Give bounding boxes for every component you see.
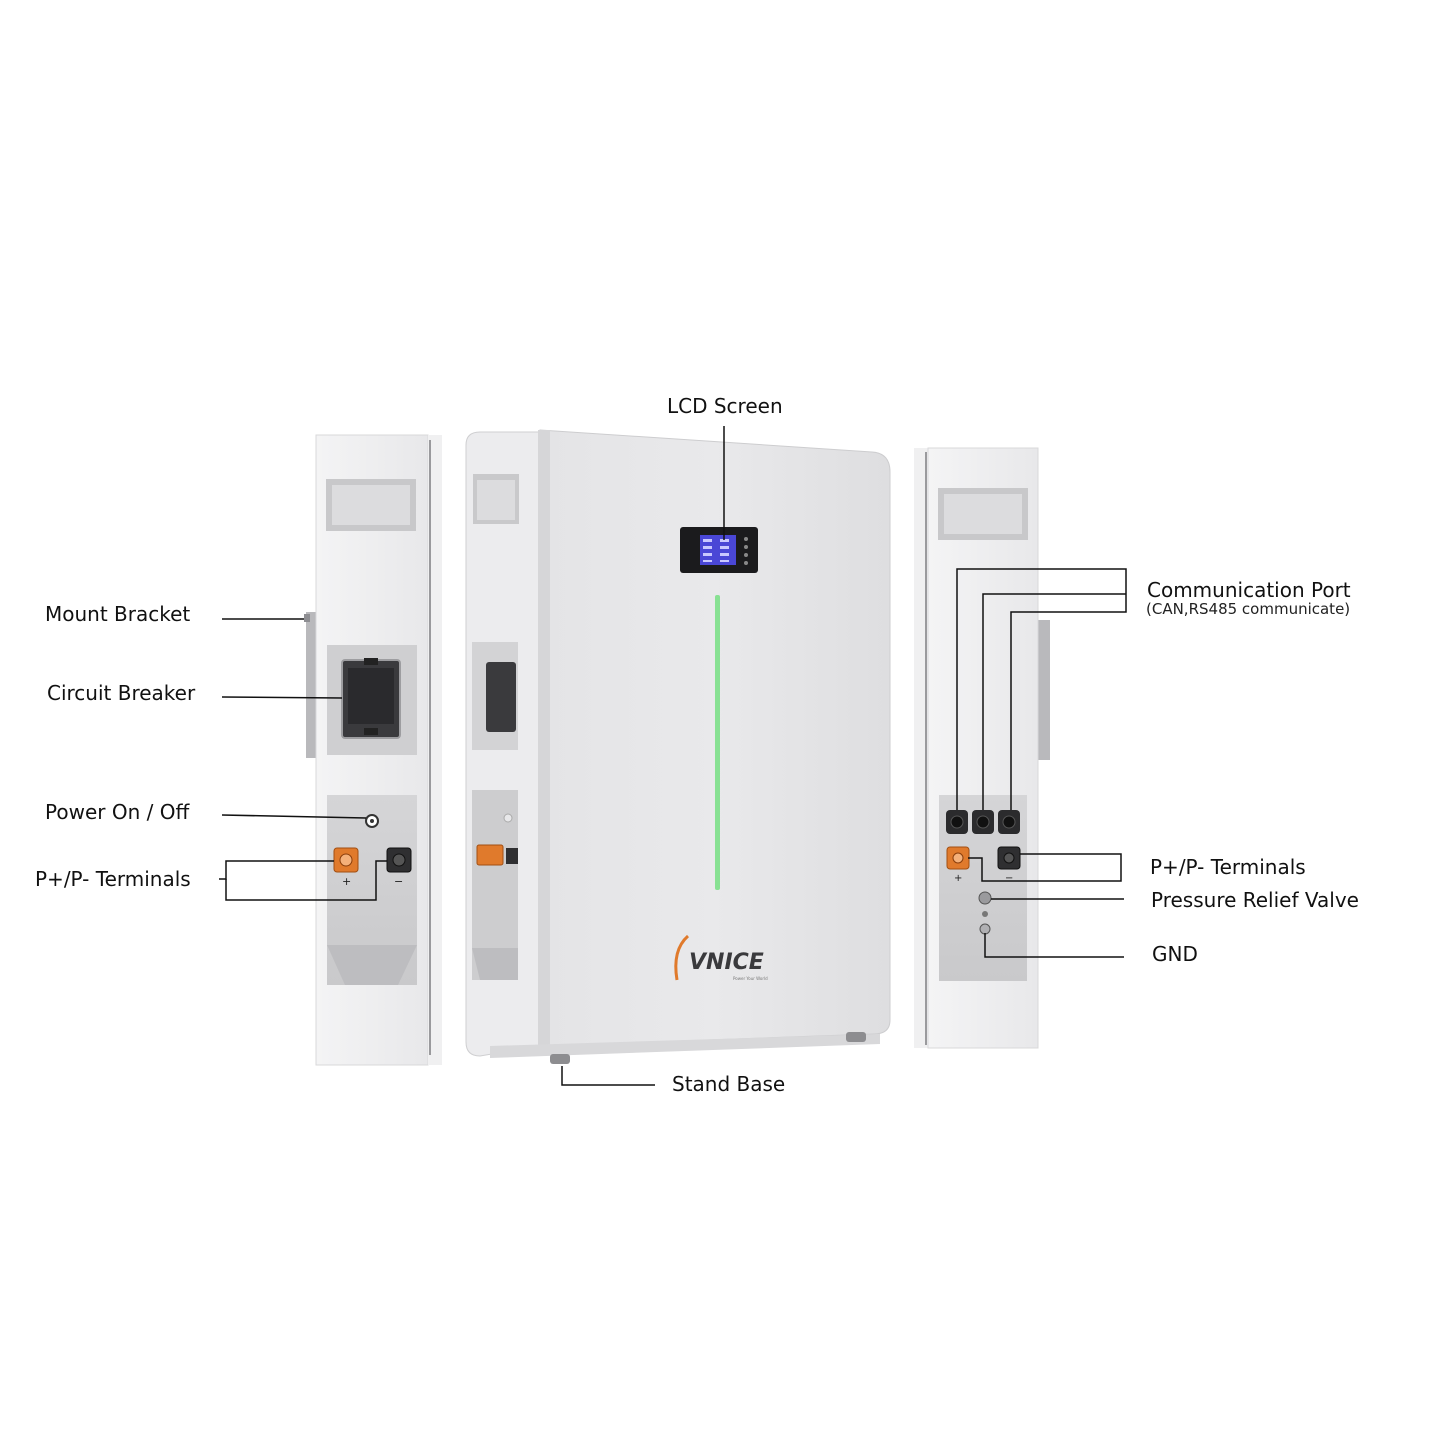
logo-swoosh bbox=[674, 934, 690, 981]
status-light-strip bbox=[715, 595, 720, 890]
right-terminals-label: P+/P- Terminals bbox=[1150, 855, 1306, 879]
communication-port-label: Communication Port bbox=[1147, 578, 1351, 602]
pressure-relief-valve-label: Pressure Relief Valve bbox=[1151, 888, 1359, 912]
plus-mark: + bbox=[342, 875, 351, 888]
front-view: VNICE Power Your World bbox=[465, 429, 891, 1064]
right-plus-mark: + bbox=[954, 873, 962, 884]
gnd-label: GND bbox=[1152, 942, 1198, 966]
minus-mark: − bbox=[394, 875, 403, 888]
mount-bracket bbox=[306, 612, 318, 758]
pressure-relief-valve bbox=[978, 891, 992, 905]
communication-ports bbox=[946, 810, 1020, 834]
stand-base-label: Stand Base bbox=[672, 1072, 786, 1096]
mount-bracket-label: Mount Bracket bbox=[45, 602, 191, 626]
lcd-screen-label: LCD Screen bbox=[667, 394, 783, 418]
left-terminals-label: P+/P- Terminals bbox=[35, 867, 191, 891]
right-side-view: + − bbox=[914, 447, 1050, 1049]
stand-foot-left bbox=[550, 1054, 570, 1064]
right-minus-mark: − bbox=[1005, 873, 1013, 884]
gnd-screw bbox=[979, 923, 991, 935]
power-on-off-label: Power On / Off bbox=[45, 800, 190, 824]
brand-tagline: Power Your World bbox=[733, 976, 768, 981]
stand-foot-right bbox=[846, 1032, 866, 1042]
brand-logo: VNICE bbox=[689, 950, 764, 975]
leader-lines bbox=[219, 426, 1127, 1086]
communication-port-note: (CAN,RS485 communicate) bbox=[1146, 600, 1351, 618]
left-side-view: + − bbox=[304, 434, 442, 1066]
circuit-breaker-label: Circuit Breaker bbox=[47, 681, 196, 705]
